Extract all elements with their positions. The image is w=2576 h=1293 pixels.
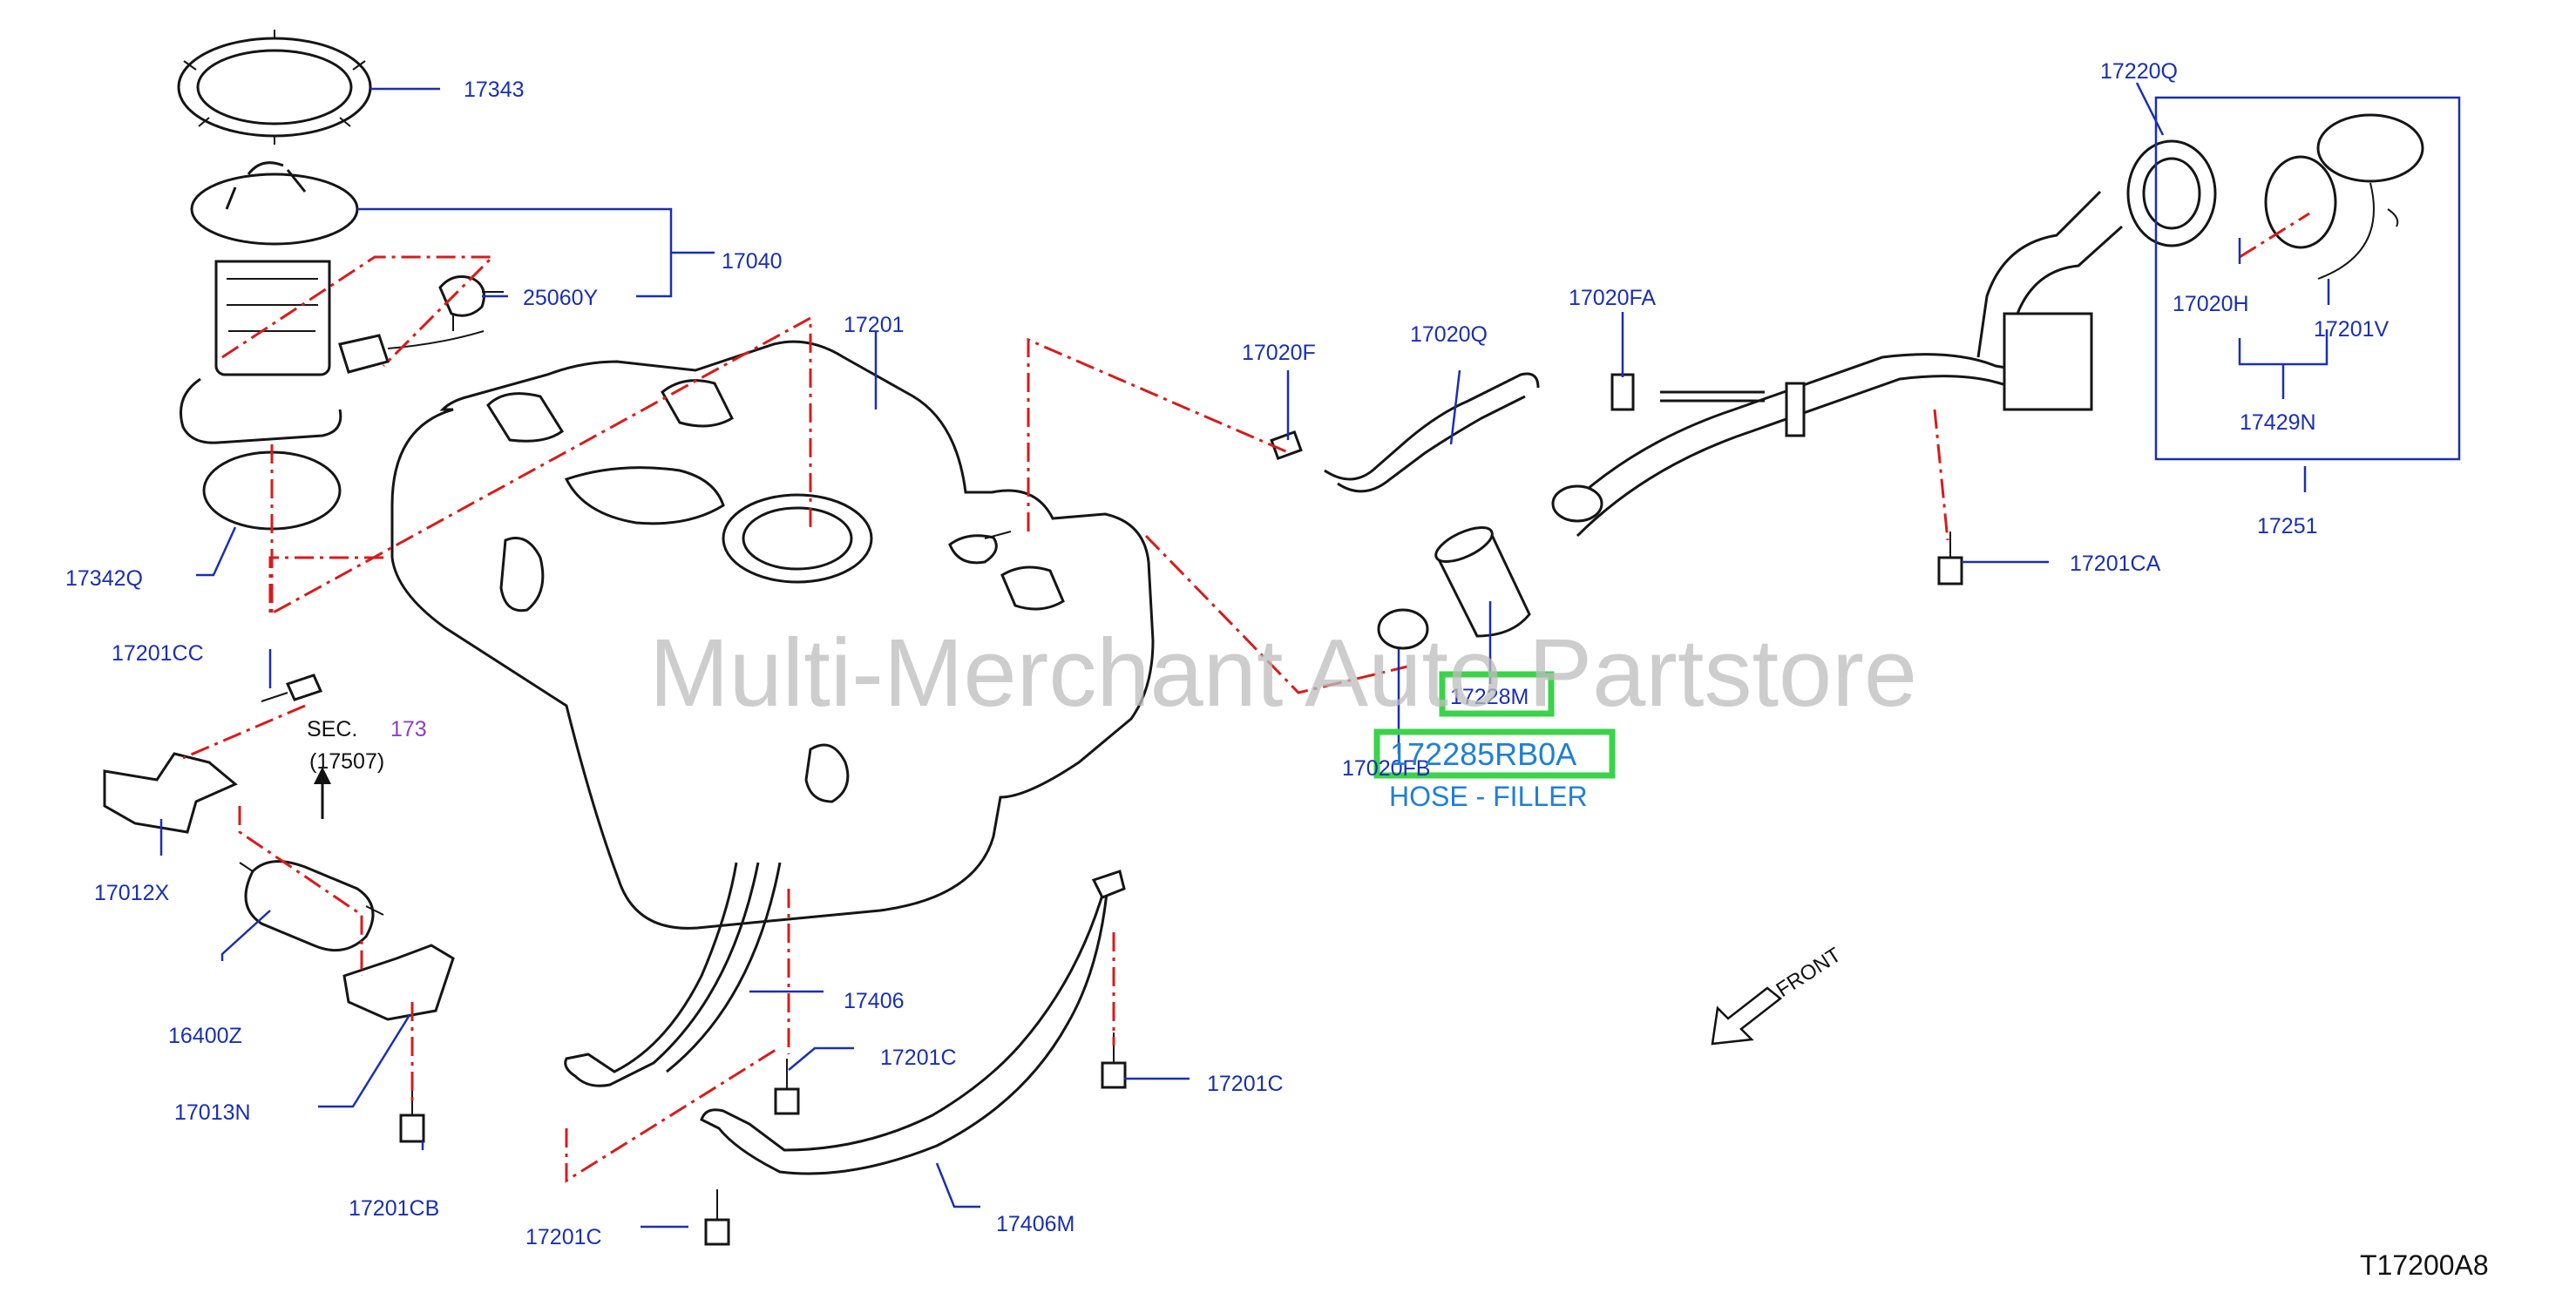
label-17406m[interactable]: 17406M xyxy=(996,1212,1074,1236)
label-17020fb[interactable]: 17020FB xyxy=(1342,756,1430,781)
section-label: SEC. xyxy=(307,717,357,741)
label-17012x[interactable]: 17012X xyxy=(94,881,170,905)
label-17020fa[interactable]: 17020FA xyxy=(1569,286,1656,310)
highlight-box-17228m xyxy=(1439,671,1555,717)
label-17201c-b[interactable]: 17201C xyxy=(525,1225,602,1249)
label-17020h[interactable]: 17020H xyxy=(2173,292,2249,316)
highlight-description: HOSE - FILLER xyxy=(1389,781,1588,812)
fuel-filter-part[interactable] xyxy=(239,860,384,952)
fuel-pump-module-part[interactable] xyxy=(180,161,485,444)
label-17020f[interactable]: 17020F xyxy=(1242,341,1316,365)
label-17201[interactable]: 17201 xyxy=(844,313,905,337)
label-17013n[interactable]: 17013N xyxy=(174,1100,251,1125)
front-arrow: FRONT xyxy=(1711,943,1846,1046)
label-17201c-c[interactable]: 17201C xyxy=(1207,1072,1284,1096)
fuel-level-sensor-part[interactable] xyxy=(438,275,504,331)
label-17220q[interactable]: 17220Q xyxy=(2100,59,2178,84)
bracket-17012x-part[interactable] xyxy=(103,752,238,834)
label-17201cb[interactable]: 17201CB xyxy=(349,1196,439,1221)
label-17228m[interactable]: 17228M xyxy=(1450,685,1529,709)
bracket-17013n-part[interactable] xyxy=(342,944,455,1021)
label-17406[interactable]: 17406 xyxy=(844,989,905,1013)
bolt-17201ca-part[interactable] xyxy=(1937,531,1963,586)
label-17343[interactable]: 17343 xyxy=(464,78,525,102)
filler-tube-part[interactable] xyxy=(1551,139,2217,538)
filler-hose-17020q-part[interactable] xyxy=(1270,372,1540,493)
label-17201c-a[interactable]: 17201C xyxy=(880,1046,957,1070)
fuel-tank-part[interactable] xyxy=(390,340,1155,930)
label-16400z[interactable]: 16400Z xyxy=(168,1024,242,1048)
lock-ring-part[interactable] xyxy=(177,30,372,145)
section-reference: (17507) xyxy=(309,749,384,774)
tank-band-17406m-part[interactable] xyxy=(700,870,1126,1175)
clip-17020fb-part[interactable] xyxy=(1377,608,1429,650)
label-17429n[interactable]: 17429N xyxy=(2240,410,2316,435)
highlight-box-part-number xyxy=(1373,728,1616,779)
bolt-17201c-left-part[interactable] xyxy=(774,1059,800,1115)
leader-lines xyxy=(159,82,2330,1229)
label-17201cc[interactable]: 17201CC xyxy=(112,641,204,666)
tank-band-17406-part[interactable] xyxy=(564,862,782,1087)
label-17342q[interactable]: 17342Q xyxy=(65,566,143,591)
section-arrow xyxy=(314,767,331,819)
filler-cap-assembly-part[interactable] xyxy=(2154,96,2461,461)
label-17020q[interactable]: 17020Q xyxy=(1410,322,1488,347)
front-label: FRONT xyxy=(1773,943,1846,1002)
bolt-17201cc-part[interactable] xyxy=(261,674,323,702)
watermark: Multi-Merchant Auto Partstore xyxy=(649,619,1917,727)
label-17040[interactable]: 17040 xyxy=(722,249,783,274)
hose-17228m-part[interactable] xyxy=(1431,521,1531,638)
bolt-17201c-bottom-part[interactable] xyxy=(704,1189,730,1246)
section-number-link[interactable]: 173 xyxy=(390,717,427,741)
part-labels: 17343 17040 25060Y 17201 17342Q 17201CC … xyxy=(65,59,2489,1281)
label-17251[interactable]: 17251 xyxy=(2257,514,2318,538)
phantom-lines xyxy=(182,212,2310,1183)
bolt-17201cb-part[interactable] xyxy=(399,1085,425,1143)
highlight-part-number[interactable]: 172285RB0A xyxy=(1390,736,1576,772)
diagram-code: T17200A8 xyxy=(2360,1249,2489,1281)
label-25060y[interactable]: 25060Y xyxy=(523,286,599,310)
clip-17020fa-part[interactable] xyxy=(1610,373,1635,411)
label-17201ca[interactable]: 17201CA xyxy=(2070,552,2161,576)
label-17201v[interactable]: 17201V xyxy=(2314,317,2390,342)
